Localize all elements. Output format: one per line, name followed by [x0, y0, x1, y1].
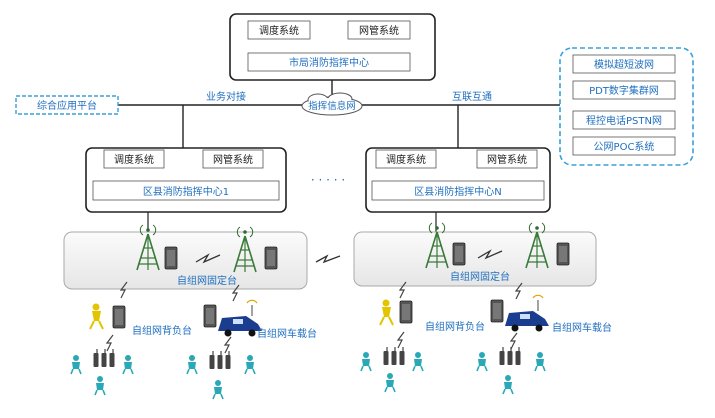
backpack-operator-icon	[379, 299, 394, 326]
integrated-platform-label: 综合应用平台	[37, 99, 97, 112]
firefighter-icon	[476, 351, 488, 372]
wireless-link-icon	[106, 334, 114, 352]
handheld-radio-icon	[100, 348, 108, 368]
city-command-center: 调度系统 网管系统 市局消防指挥中心	[229, 13, 436, 81]
handheld-radio-icon	[506, 346, 514, 366]
external-network-2: PDT数字集群网	[589, 84, 659, 97]
firefighter-icon	[502, 374, 514, 395]
district-right-name: 区县消防指挥中心N	[414, 185, 501, 198]
wireless-link-icon	[477, 249, 503, 260]
firefighter-icon	[360, 351, 372, 372]
firefighter-icon	[412, 351, 424, 372]
handheld-radio-icon	[382, 346, 390, 366]
left-field-units: 自组网背负台 自组网车载台	[70, 281, 317, 400]
interconnect-label: 互联互通	[452, 91, 492, 103]
city-dispatch-system: 调度系统	[259, 24, 299, 37]
adhoc-vehicle-label-left: 自组网车载台	[257, 327, 317, 340]
firefighter-icon	[212, 379, 224, 400]
district-left-network-mgmt-system: 网管系统	[213, 153, 253, 166]
district-center-right: 调度系统 网管系统 区县消防指挥中心N	[365, 147, 551, 213]
handheld-radio-icon	[224, 350, 232, 370]
handheld-radio-icon	[108, 348, 116, 368]
info-network-cloud: 指挥信息网	[301, 92, 363, 116]
adhoc-backpack-label-left: 自组网背负台	[132, 324, 192, 337]
handheld-radio-icon	[390, 346, 398, 366]
district-left-dispatch-system: 调度系统	[114, 153, 154, 166]
wireless-link-icon	[510, 332, 518, 350]
wireless-link-icon	[397, 331, 405, 349]
external-networks-panel: 模拟超短波网 PDT数字集群网 程控电话PSTN网 公网POC系统	[559, 47, 694, 166]
handheld-radio-icon	[398, 346, 406, 366]
adhoc-fixed-label-right: 自组网固定台	[450, 270, 510, 283]
right-field-units: 自组网背负台 自组网车载台	[360, 281, 612, 395]
info-network-label: 指挥信息网	[308, 100, 356, 112]
adhoc-fixed-area-left: 自组网固定台	[63, 224, 308, 290]
external-network-4: 公网POC系统	[594, 140, 655, 153]
backpack-operator-icon	[89, 303, 104, 330]
adhoc-backpack-label-right: 自组网背负台	[425, 320, 485, 333]
vehicle-icon	[218, 299, 262, 337]
handheld-radio-icon	[92, 348, 100, 368]
adhoc-vehicle-label-right: 自组网车载台	[552, 321, 612, 334]
external-network-1: 模拟超短波网	[594, 58, 654, 71]
vehicle-radio-icon	[490, 299, 504, 323]
handheld-radio-icon	[498, 346, 506, 366]
firefighter-icon	[534, 351, 546, 372]
wireless-link-icon	[224, 336, 232, 354]
firefighter-icon	[244, 354, 256, 375]
district-right-network-mgmt-system: 网管系统	[487, 153, 527, 166]
handheld-radio-icon	[208, 350, 216, 370]
firefighter-icon	[186, 354, 198, 375]
adhoc-fixed-label-left: 自组网固定台	[177, 274, 237, 287]
fixed-radio-icon	[264, 246, 278, 270]
integrated-platform: 综合应用平台	[15, 95, 119, 115]
district-ellipsis: · · · · ·	[311, 173, 345, 187]
handheld-radio-icon	[514, 346, 522, 366]
district-center-left: 调度系统 网管系统 区县消防指挥中心1	[85, 147, 287, 213]
wireless-link-icon	[195, 253, 221, 264]
backpack-radio-icon	[399, 300, 413, 324]
city-center-name: 市局消防指挥中心	[289, 56, 369, 69]
backpack-radio-icon	[112, 305, 126, 329]
inter-area-wireless-icon	[315, 254, 341, 264]
vehicle-icon	[505, 294, 549, 332]
vehicle-radio-icon	[203, 304, 217, 328]
district-left-name: 区县消防指挥中心1	[143, 185, 229, 198]
fixed-radio-icon	[164, 246, 178, 270]
adhoc-fixed-area-right: 自组网固定台	[353, 222, 597, 287]
business-link-label: 业务对接	[206, 90, 246, 103]
firefighter-icon	[122, 354, 134, 375]
city-network-mgmt-system: 网管系统	[359, 24, 399, 37]
fixed-radio-icon	[452, 242, 466, 266]
firefighter-icon	[70, 354, 82, 375]
firefighter-icon	[384, 372, 396, 393]
handheld-radio-icon	[216, 350, 224, 370]
fixed-radio-icon	[556, 242, 570, 266]
district-right-dispatch-system: 调度系统	[386, 153, 426, 166]
firefighter-icon	[94, 375, 106, 396]
external-network-3: 程控电话PSTN网	[586, 114, 662, 127]
